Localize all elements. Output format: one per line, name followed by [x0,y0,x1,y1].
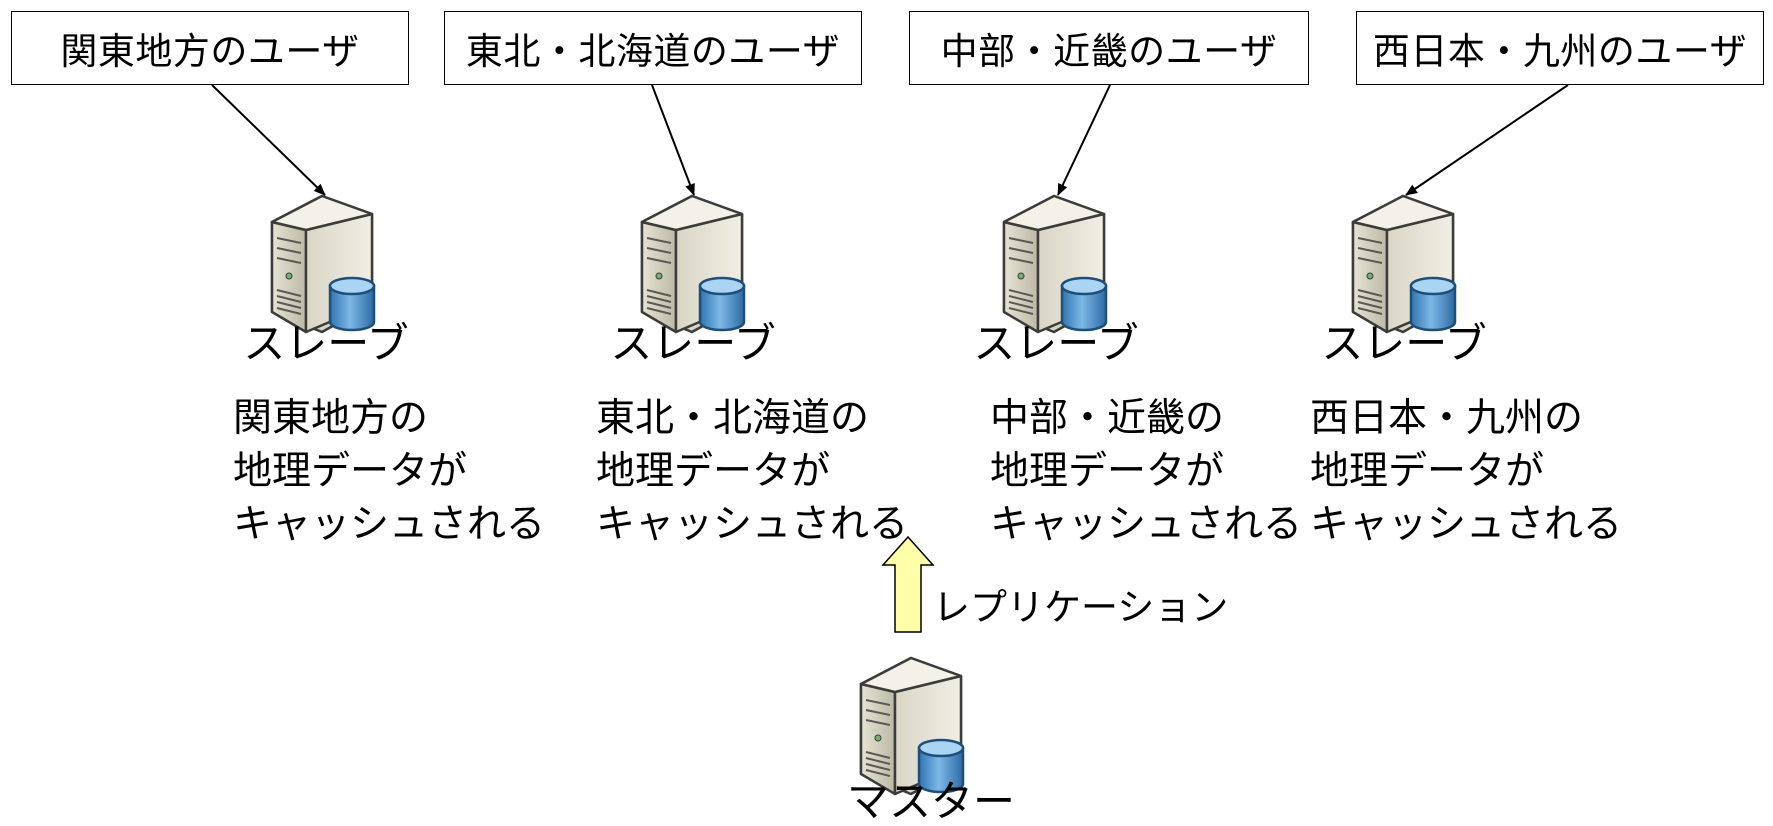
cache-line: 東北・北海道の [596,396,870,441]
cache-line: 地理データが [1310,449,1545,494]
user-label: 東北・北海道のユーザ [465,30,841,73]
user-label: 関東地方のユーザ [60,30,360,73]
slave-label: スレーブ [610,319,776,368]
server-icon [1000,194,1110,336]
server-icon [1351,194,1457,334]
user-arrow-4 [1405,84,1569,196]
cache-line: 地理データが [990,449,1225,494]
cache-line: 地理データが [233,449,468,494]
database-icon [1060,276,1108,332]
user-box-kanto: 関東地方のユーザ [11,11,409,85]
server-icon [268,194,378,336]
cache-line: 西日本・九州の [1310,396,1584,441]
user-arrow-2 [651,84,695,196]
database-icon [328,276,376,332]
cache-description: 中部・近畿の 地理データが キャッシュされる [990,392,1302,551]
cache-line: 地理データが [596,449,831,494]
cache-description: 西日本・九州の 地理データが キャッシュされる [1310,392,1622,551]
server-icon [270,194,376,334]
cache-line: 関東地方の [233,396,429,441]
master-label: マスター [846,777,1015,826]
slave-label: スレーブ [1321,319,1487,368]
cache-line: キャッシュされる [233,502,546,547]
server-icon [1002,194,1108,334]
cache-line: キャッシュされる [990,502,1303,547]
cache-description: 関東地方の 地理データが キャッシュされる [233,392,545,551]
user-box-chubu: 中部・近畿のユーザ [909,11,1309,85]
server-icon [859,656,965,796]
database-icon [1409,276,1457,332]
cache-line: キャッシュされる [596,502,909,547]
replication-arrow [881,535,935,633]
cache-line: キャッシュされる [1310,502,1623,547]
user-label: 西日本・九州のユーザ [1372,30,1748,73]
user-arrow-1 [211,84,326,196]
user-arrow-3 [1057,84,1111,196]
server-icon [857,656,967,798]
server-icon [640,194,746,334]
database-icon [698,276,746,332]
cache-line: 中部・近畿の [990,396,1225,441]
replication-label: レプリケーション [933,586,1229,629]
user-box-nishinihon: 西日本・九州のユーザ [1356,11,1764,85]
cache-description: 東北・北海道の 地理データが キャッシュされる [596,392,908,551]
database-icon [917,738,965,794]
slave-label: スレーブ [973,319,1139,368]
user-box-tohoku: 東北・北海道のユーザ [444,11,862,85]
user-label: 中部・近畿のユーザ [940,30,1278,73]
slave-label: スレーブ [243,319,409,368]
server-icon [638,194,748,336]
server-icon [1349,194,1459,336]
